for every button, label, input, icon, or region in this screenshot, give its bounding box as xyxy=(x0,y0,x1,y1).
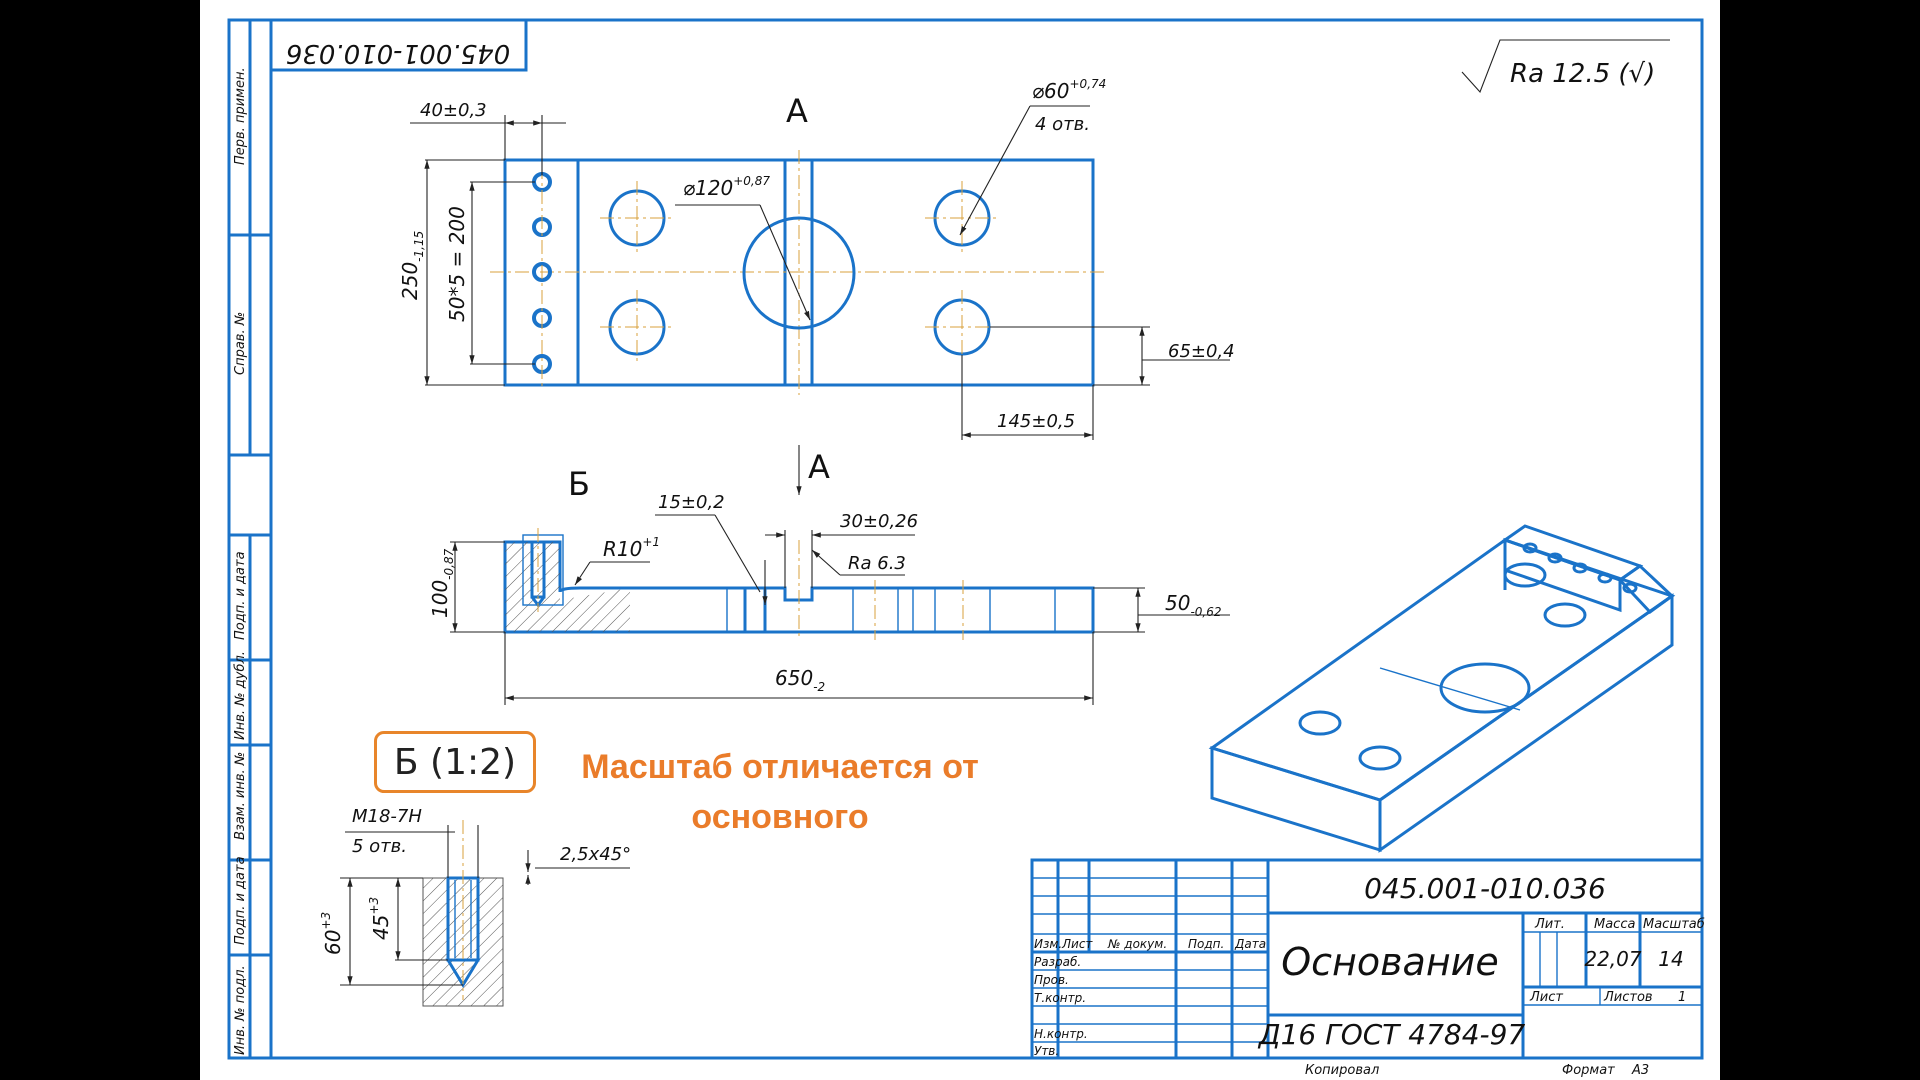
detail-depth-45-value: 45 xyxy=(369,915,393,940)
detail-thread: M18-7H xyxy=(352,806,422,827)
dim-100: 100-0,87 xyxy=(428,548,456,618)
tb-col-sign: Подп. xyxy=(1188,937,1224,951)
dim-50x5: 50*5 = 200 xyxy=(445,206,469,322)
dim-250-value: 250 xyxy=(398,262,422,300)
tb-row-nkontr: Н.контр. xyxy=(1034,1027,1088,1041)
roughness-symbol: Ra 12.5 (√) xyxy=(1461,39,1670,94)
tb-material: Д16 ГОСТ 4784-97 xyxy=(1257,1018,1526,1051)
tb-row-razrab: Разраб. xyxy=(1034,955,1081,969)
tb-copied: Копировал xyxy=(1305,1063,1379,1078)
dim-r10-tol: +1 xyxy=(642,535,660,549)
tb-scale-label: Масштаб xyxy=(1643,917,1705,932)
dim-100-tol: -0,87 xyxy=(442,548,456,579)
tb-col-doc: № докум. xyxy=(1107,937,1167,951)
sheet-frame xyxy=(227,18,1704,1060)
tb-format-label: Формат xyxy=(1562,1063,1615,1078)
tb-sheets-label: Листов xyxy=(1603,990,1653,1005)
tb-format: A3 xyxy=(1631,1063,1649,1078)
scale-callout-label: Б (1:2) xyxy=(393,741,517,783)
tb-col-izm: Изм. xyxy=(1034,937,1062,951)
cut-label-a: А xyxy=(808,448,830,486)
tb-col-date: Дата xyxy=(1234,937,1266,951)
stamp-label-4: Инв. № дубл. xyxy=(233,651,248,740)
stamp-label-3: Подп. и дата xyxy=(233,551,248,640)
dim-r10: R10+1 xyxy=(603,535,660,561)
dim-250: 250-1,15 xyxy=(398,231,426,300)
tb-doc-number: 045.001-010.036 xyxy=(1364,872,1606,905)
detail-label-b: Б xyxy=(568,465,590,503)
dim-r10-value: R10 xyxy=(603,537,642,561)
stamp-label-5: Взам. инв. № xyxy=(233,752,248,840)
detail-depth-45: 45+3 xyxy=(367,897,393,940)
dim-50-value: 50 xyxy=(1165,591,1190,615)
plan-dimensions: 40±0,3 250-1,15 50*5 = 200 ⌀120+0,87 ⌀60… xyxy=(398,77,1235,440)
detail-depth-60-tol: +3 xyxy=(319,912,333,930)
dim-30: 30±0,26 xyxy=(840,511,918,532)
detail-depth-60: 60+3 xyxy=(319,912,345,955)
dim-d60-tol: +0,74 xyxy=(1070,77,1107,91)
side-stamp: Перв. примен. Справ. № Подп. и дата Инв.… xyxy=(233,67,248,1055)
tb-row-tkontr: Т.контр. xyxy=(1034,991,1086,1005)
dim-650-value: 650 xyxy=(775,666,813,690)
detail-depth-60-value: 60 xyxy=(321,930,345,955)
tb-scale: 14 xyxy=(1658,947,1683,971)
tb-row-utv: Утв. xyxy=(1034,1044,1059,1058)
dim-d60-value: ⌀60 xyxy=(1032,79,1070,103)
tb-row-prov: Пров. xyxy=(1034,973,1069,987)
stamp-label-1: Перв. примен. xyxy=(233,67,248,165)
dim-d120: ⌀120+0,87 xyxy=(683,174,770,200)
dim-ra63: Ra 6.3 xyxy=(848,553,906,574)
tb-mass-label: Масса xyxy=(1594,917,1635,932)
dim-holes-4: 4 отв. xyxy=(1035,114,1090,135)
dim-650: 650-2 xyxy=(775,666,825,694)
tb-sheet-label: Лист xyxy=(1529,990,1563,1005)
rotated-doc-number: 045.001-010.036 xyxy=(286,38,510,68)
tb-part-name: Основание xyxy=(1281,940,1499,984)
scale-note-text: Масштаб отличается от основного xyxy=(581,748,979,836)
dim-15: 15±0,2 xyxy=(658,492,725,513)
dim-d60: ⌀60+0,74 xyxy=(1032,77,1106,103)
tb-sheets: 1 xyxy=(1678,990,1686,1005)
dim-100-value: 100 xyxy=(428,580,452,618)
isometric-view xyxy=(1208,524,1676,853)
tb-col-list: Лист xyxy=(1061,937,1093,951)
section-dimensions: R10+1 15±0,2 30±0,26 Ra 6.3 100-0,87 50-… xyxy=(428,492,1230,705)
dim-d120-tol: +0,87 xyxy=(733,174,770,188)
detail-holes-5: 5 отв. xyxy=(352,836,407,857)
title-block: Изм. Лист № докум. Подп. Дата Разраб. Пр… xyxy=(1030,858,1705,1078)
plan-view xyxy=(490,115,1105,395)
roughness-label: Ra 12.5 (√) xyxy=(1510,59,1655,89)
dim-50-tol: -0,62 xyxy=(1190,605,1221,619)
dim-65: 65±0,4 xyxy=(1168,341,1235,362)
detail-chamfer: 2,5x45° xyxy=(560,844,631,865)
stamp-label-6: Подп. и дата xyxy=(233,856,248,945)
stamp-label-7: Инв. № подл. xyxy=(233,965,248,1055)
scale-callout-box: Б (1:2) xyxy=(374,731,536,793)
dim-145: 145±0,5 xyxy=(997,411,1075,432)
tb-mass: 22,07 xyxy=(1584,947,1642,971)
dim-50: 50-0,62 xyxy=(1165,591,1222,619)
dim-250-tol: -1,15 xyxy=(412,231,426,262)
view-label-a: А xyxy=(786,92,808,130)
detail-depth-45-tol: +3 xyxy=(367,897,381,915)
section-view: Б А xyxy=(503,445,1095,640)
dim-d120-value: ⌀120 xyxy=(683,176,733,200)
stamp-label-2: Справ. № xyxy=(233,312,248,375)
dim-650-tol: -2 xyxy=(813,680,825,694)
tb-lit-label: Лит. xyxy=(1534,917,1565,932)
dim-40: 40±0,3 xyxy=(420,100,487,121)
detail-view: M18-7H 5 отв. 2,5x45° 60+3 45+3 xyxy=(319,806,631,1007)
